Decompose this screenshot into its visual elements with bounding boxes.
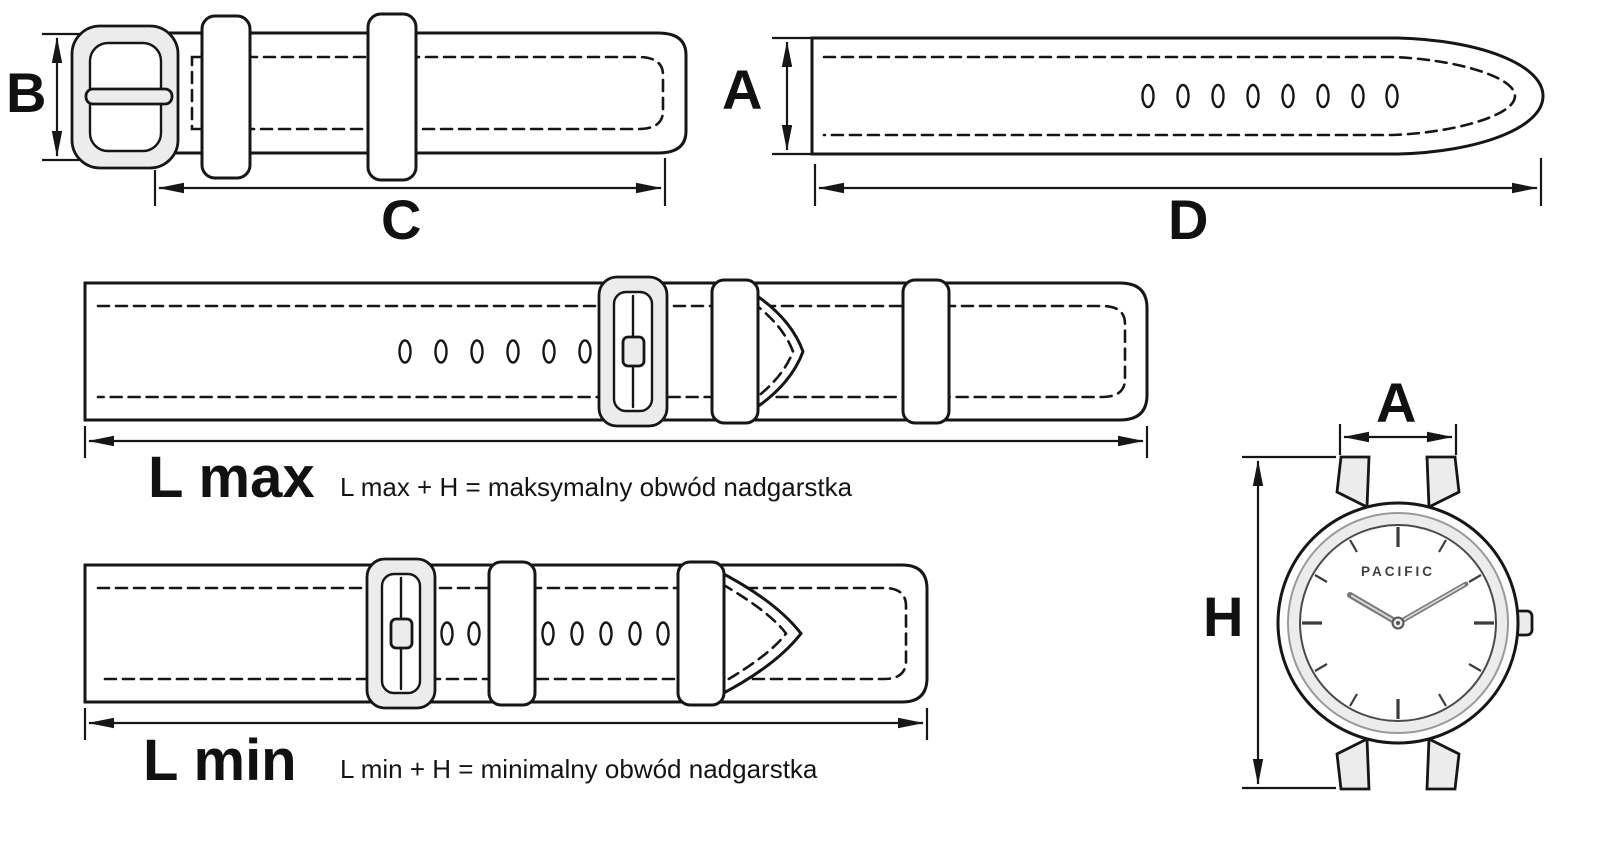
dimension-a-watch — [1338, 424, 1458, 455]
keeper-loop — [676, 560, 726, 707]
buckle-prong — [84, 87, 174, 106]
lmin-formula: L min + H = minimalny obwód nadgarstka — [340, 754, 818, 784]
stitching — [96, 304, 1127, 399]
buckle — [597, 275, 669, 428]
dimension-lmax — [83, 426, 1149, 458]
keeper-loop — [901, 278, 951, 425]
dimension-lmin — [83, 708, 929, 740]
watch-brand: PACIFIC — [1361, 564, 1435, 579]
strap-outline — [148, 31, 688, 155]
keeper-loop — [366, 12, 418, 182]
buckle — [365, 557, 437, 710]
strap-holes — [1141, 83, 1399, 109]
strap-tip-stitching — [720, 582, 788, 685]
keeper-loop — [710, 278, 760, 425]
keeper-loop — [487, 560, 537, 707]
buckle — [70, 24, 180, 170]
dimension-c — [153, 158, 667, 206]
stitching — [96, 586, 908, 681]
dim-label-a-watch: A — [1376, 371, 1417, 434]
keeper-loop — [200, 14, 252, 180]
lmax-formula: L max + H = maksymalny obwód nadgarstka — [340, 472, 853, 502]
buckle-prong-pivot — [389, 617, 414, 650]
watch-lug — [1425, 736, 1461, 791]
watch-hands — [1347, 581, 1469, 626]
strap-holes — [398, 339, 592, 364]
dimension-d — [813, 158, 1543, 206]
long-strap-piece-drawing — [772, 36, 1545, 206]
watch-lug — [1335, 736, 1371, 791]
dimension-h — [1242, 455, 1336, 790]
dim-label-c: C — [381, 188, 422, 251]
stitching — [190, 55, 665, 131]
dimension-a-strap — [772, 36, 814, 156]
watch-hour-markers — [1302, 527, 1494, 719]
dim-label-h: H — [1203, 585, 1244, 648]
buckle-strap-piece-drawing — [42, 12, 688, 206]
watch-lug — [1425, 455, 1461, 510]
lmax-strap-drawing — [83, 275, 1149, 458]
stitching — [822, 55, 1517, 137]
lmin-strap-drawing — [83, 557, 929, 740]
dim-label-a-strap: A — [722, 58, 763, 121]
watch-lug — [1335, 455, 1371, 510]
watch-drawing — [1242, 424, 1534, 791]
dim-label-b: B — [6, 61, 47, 124]
lmin-label: L min — [143, 728, 297, 793]
buckle-prong-pivot — [621, 335, 646, 368]
strap-tip — [746, 287, 805, 416]
strap-holes — [440, 621, 670, 646]
dim-label-d: D — [1168, 188, 1209, 251]
lmax-label: L max — [148, 445, 315, 510]
watch-hands-hub-dot — [1396, 621, 1400, 625]
strap-tip-stitching — [750, 300, 795, 403]
strap-tip — [714, 567, 803, 700]
